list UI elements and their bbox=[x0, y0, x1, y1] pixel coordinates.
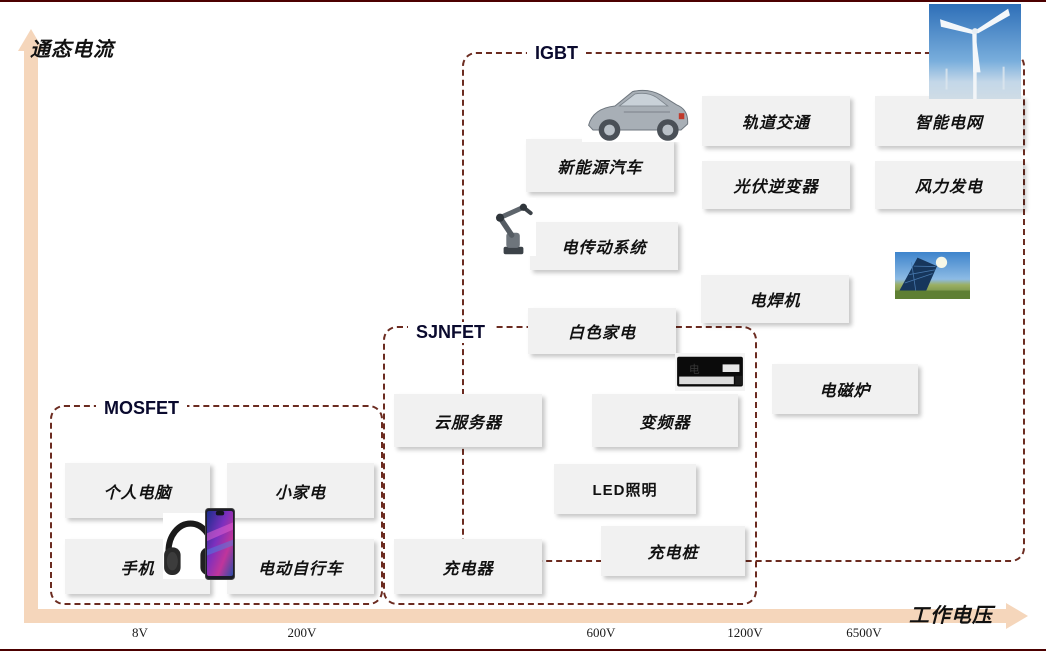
y-axis-label: 通态电流 bbox=[30, 37, 114, 61]
card-label: 电动自行车 bbox=[257, 558, 343, 578]
x-axis-arrowhead bbox=[1006, 603, 1028, 629]
card-nev[interactable]: 新能源汽车 bbox=[526, 139, 674, 192]
y-axis bbox=[24, 48, 38, 623]
card-e-bike[interactable]: 电动自行车 bbox=[227, 539, 374, 594]
card-wind-power[interactable]: 风力发电 bbox=[875, 161, 1023, 209]
card-label: 个人电脑 bbox=[103, 482, 172, 502]
region-label-igbt: IGBT bbox=[527, 43, 586, 64]
card-label: LED照明 bbox=[592, 481, 658, 499]
card-label: 充电器 bbox=[442, 558, 494, 578]
card-vfd[interactable]: 变频器 bbox=[592, 394, 738, 447]
card-label: 智能电网 bbox=[914, 113, 983, 132]
top-rule bbox=[0, 0, 1046, 2]
x-tick-1200V: 1200V bbox=[727, 625, 763, 640]
x-axis bbox=[24, 609, 1010, 623]
x-tick-600V: 600V bbox=[586, 625, 616, 640]
card-label: 变频器 bbox=[639, 412, 691, 432]
x-tick-6500V: 6500V bbox=[846, 625, 882, 640]
x-axis-label: 工作电压 bbox=[909, 603, 993, 627]
car-photo bbox=[582, 82, 692, 142]
card-label: 手机 bbox=[120, 558, 155, 578]
card-label: 小家电 bbox=[274, 482, 326, 502]
card-small-appl[interactable]: 小家电 bbox=[227, 463, 374, 518]
card-label: 充电桩 bbox=[647, 543, 699, 562]
card-charger[interactable]: 充电器 bbox=[394, 539, 542, 594]
card-label: 云服务器 bbox=[433, 412, 502, 432]
bottom-rule bbox=[0, 649, 1046, 651]
card-label: 电焊机 bbox=[749, 291, 801, 310]
region-label-sjnfet: SJNFET bbox=[408, 322, 494, 343]
card-rail[interactable]: 轨道交通 bbox=[702, 96, 850, 146]
region-label-mosfet: MOSFET bbox=[96, 398, 187, 419]
card-smart-grid[interactable]: 智能电网 bbox=[875, 96, 1023, 146]
card-label: 新能源汽车 bbox=[557, 157, 643, 177]
card-cloud-server[interactable]: 云服务器 bbox=[394, 394, 542, 447]
svg-text:电: 电 bbox=[689, 363, 700, 376]
vfd-device-photo: 电 bbox=[675, 353, 745, 391]
wind-turbine-photo bbox=[929, 4, 1021, 99]
card-e-drive[interactable]: 电传动系统 bbox=[530, 222, 678, 270]
card-led[interactable]: LED照明 bbox=[554, 464, 696, 514]
card-induction[interactable]: 电磁炉 bbox=[772, 364, 918, 414]
region-mosfet bbox=[50, 405, 383, 605]
card-label: 电传动系统 bbox=[561, 238, 647, 257]
smartphone-photo bbox=[205, 508, 235, 580]
card-label: 电磁炉 bbox=[819, 381, 871, 400]
card-label: 光伏逆变器 bbox=[733, 177, 819, 196]
card-charge-pile[interactable]: 充电桩 bbox=[601, 526, 745, 576]
card-white-goods[interactable]: 白色家电 bbox=[528, 308, 676, 354]
x-tick-200V: 200V bbox=[287, 625, 317, 640]
card-pv-inverter[interactable]: 光伏逆变器 bbox=[702, 161, 850, 209]
y-axis-arrowhead bbox=[18, 29, 44, 51]
robot-arm-photo bbox=[491, 198, 536, 256]
card-label: 风力发电 bbox=[914, 177, 983, 196]
solar-panel-photo bbox=[895, 252, 970, 299]
card-welder[interactable]: 电焊机 bbox=[701, 275, 849, 323]
card-label: 白色家电 bbox=[567, 323, 636, 342]
card-pc[interactable]: 个人电脑 bbox=[65, 463, 210, 518]
x-tick-8V: 8V bbox=[132, 625, 148, 640]
card-label: 轨道交通 bbox=[741, 113, 810, 132]
